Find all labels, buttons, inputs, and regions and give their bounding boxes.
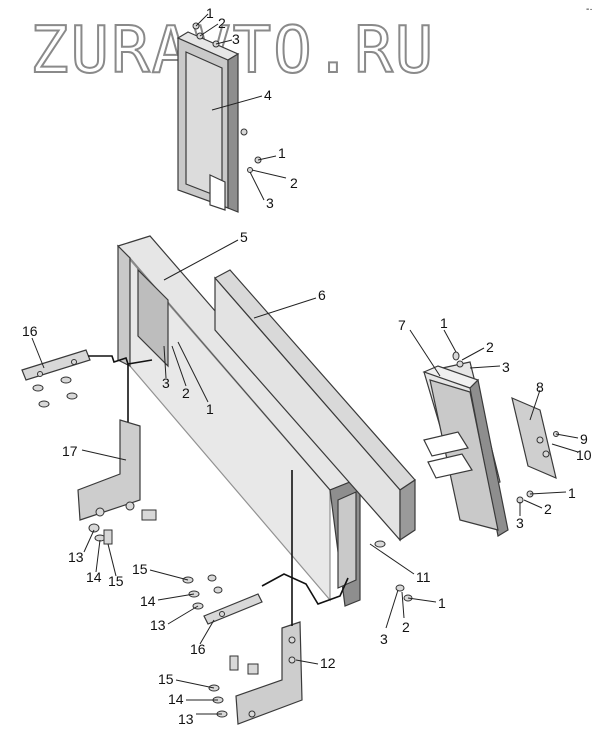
callout-part-11: 11: [416, 569, 431, 585]
callout-part-6: 6: [318, 287, 326, 303]
callout-bottom-16: 16: [190, 641, 206, 657]
wire-harness: [88, 355, 349, 626]
callout-part-12: 12: [320, 655, 336, 671]
callout-mid-2: 2: [402, 619, 410, 635]
left-nuts: [32, 376, 78, 408]
callout-upper-2: 2: [290, 175, 298, 191]
callout-right-9: 9: [580, 431, 588, 447]
bottom-fasteners: [182, 574, 223, 610]
callout-top-1: 1: [206, 5, 214, 21]
callout-mid-3: 3: [380, 631, 388, 647]
callout-mid-1: 1: [438, 595, 446, 611]
callout-lower-right-3: 3: [516, 515, 524, 531]
left-lower-fasteners: [88, 509, 157, 545]
callout-left-2: 2: [182, 385, 190, 401]
callout-top-2: 2: [218, 15, 226, 31]
part-8-plate: [511, 396, 559, 480]
callout-bottom-15: 15: [132, 561, 148, 577]
callout-left-16: 16: [22, 323, 38, 339]
callout-left-3: 3: [162, 375, 170, 391]
callout-bottom-14: 14: [140, 593, 156, 609]
callout-part-17: 17: [62, 443, 78, 459]
callout-part-4: 4: [264, 87, 272, 103]
part-16-bottom-strap: [203, 593, 263, 625]
corner-mark: ‐·: [586, 4, 593, 15]
callout-part-8: 8: [536, 379, 544, 395]
callout-right-2: 2: [486, 339, 494, 355]
callout-upper-1: 1: [278, 145, 286, 161]
callout-part-5: 5: [240, 229, 248, 245]
callout-bb-15: 15: [158, 671, 174, 687]
callout-bb-13: 13: [178, 711, 194, 727]
callout-left-1: 1: [206, 401, 214, 417]
part-6-panel: [214, 269, 416, 542]
part-17-left-bracket: [77, 419, 141, 521]
callout-left-14: 14: [86, 569, 102, 585]
callout-left-15: 15: [108, 573, 124, 589]
part-7-right-shield: [422, 361, 509, 537]
callout-lower-right-1: 1: [568, 485, 576, 501]
callout-bottom-13: 13: [150, 617, 166, 633]
callout-labels: 1 2 3 4 1 2 3 5 6 16 3 2 1 17 13 14 15 7…: [22, 5, 592, 727]
callout-lower-right-2: 2: [544, 501, 552, 517]
part-4-top-shield: [176, 31, 240, 213]
part-12-right-bracket: [235, 621, 303, 725]
callout-bb-14: 14: [168, 691, 184, 707]
callout-top-3: 3: [232, 31, 240, 47]
callout-right-10: 10: [576, 447, 592, 463]
callout-left-13: 13: [68, 549, 84, 565]
bottom-bottom-fasteners: [208, 655, 259, 718]
part-16-left-strap: [21, 349, 91, 381]
callout-part-7: 7: [398, 317, 406, 333]
leader-lines: [31, 13, 579, 715]
callout-upper-3: 3: [266, 195, 274, 211]
callout-right-1: 1: [440, 315, 448, 331]
callout-right-3: 3: [502, 359, 510, 375]
